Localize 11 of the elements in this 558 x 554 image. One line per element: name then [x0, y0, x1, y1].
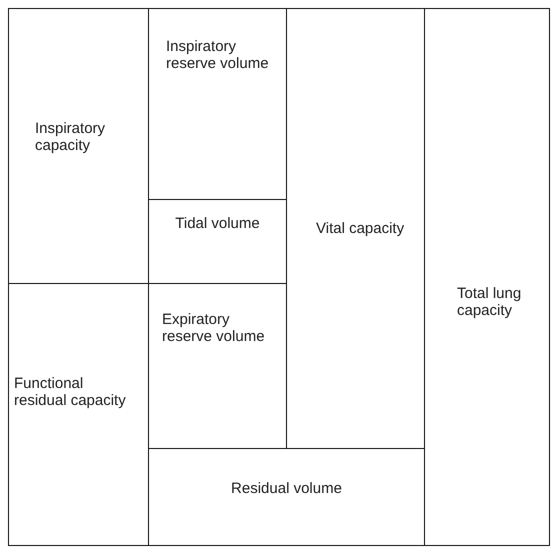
- volume-cell: [8, 283, 149, 546]
- cell-label: Residual volume: [230, 480, 343, 497]
- cell-label: Tidal volume: [174, 215, 261, 232]
- cell-label: Functional residual capacity: [14, 375, 127, 409]
- cell-label: Inspiratory capacity: [35, 120, 106, 154]
- cell-label: Expiratory reserve volume: [162, 311, 266, 345]
- volume-cell: [8, 8, 149, 284]
- cell-label: Vital capacity: [316, 220, 406, 237]
- cell-label: Inspiratory reserve volume: [166, 38, 270, 72]
- cell-label: Total lung capacity: [457, 285, 522, 319]
- volume-cell: [424, 8, 550, 546]
